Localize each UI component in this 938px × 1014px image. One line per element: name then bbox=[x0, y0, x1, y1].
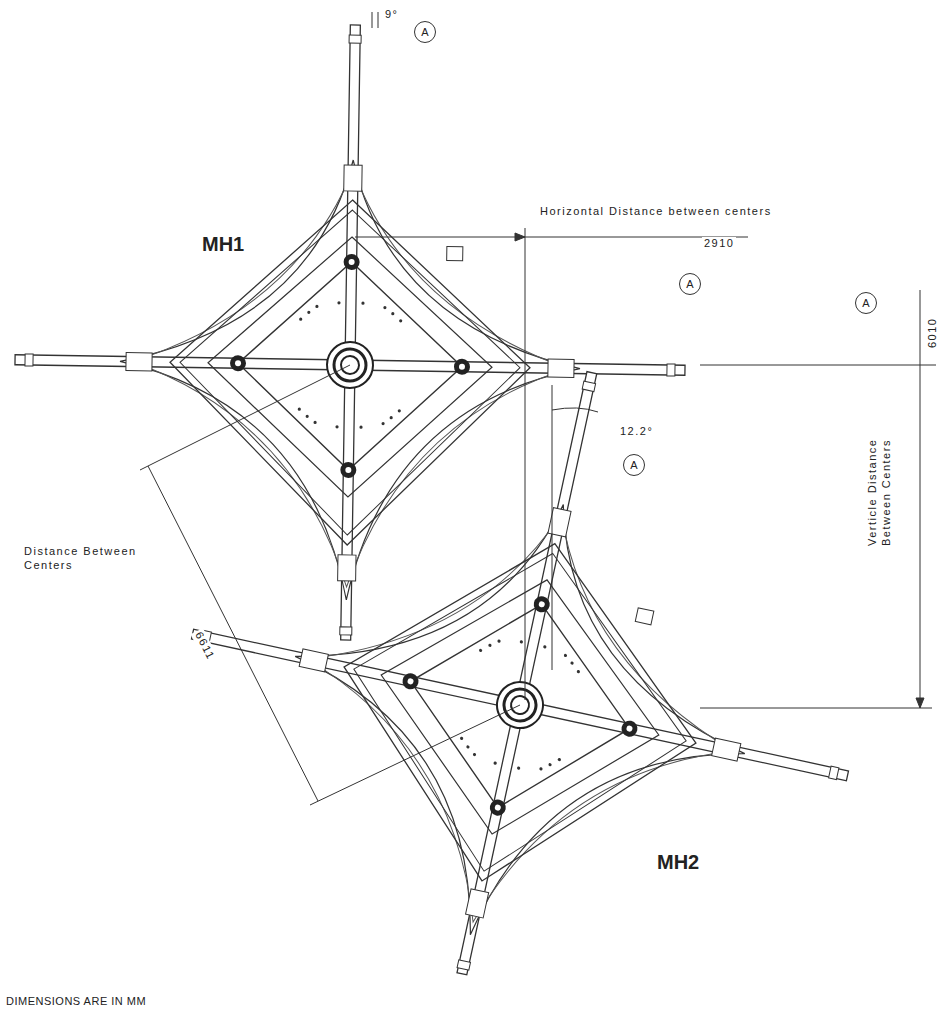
callout-circle: A bbox=[414, 21, 436, 43]
part-name: MH1 bbox=[200, 232, 246, 257]
dimension-value: 6010 bbox=[926, 316, 938, 350]
callout-letter: A bbox=[421, 26, 428, 38]
callout-letter: A bbox=[862, 297, 869, 309]
callout-letter: A bbox=[630, 459, 637, 471]
dimension-value: 2910 bbox=[702, 237, 736, 251]
dimension-note: Verticle Distance Between Centers bbox=[866, 424, 894, 548]
callout-circle: A bbox=[855, 292, 877, 314]
callout-letter: A bbox=[686, 278, 693, 290]
angle-dimension: 9° bbox=[383, 8, 401, 22]
callout-circle: A bbox=[679, 273, 701, 295]
callout-circle: A bbox=[623, 454, 645, 476]
part-name: MH2 bbox=[655, 850, 701, 875]
dimension-note: Distance Between Centers bbox=[22, 545, 166, 573]
dimension-note: Horizontal Distance between centers bbox=[538, 205, 774, 219]
general-note: DIMENSIONS ARE IN MM bbox=[4, 995, 148, 1009]
angle-dimension: 12.2° bbox=[618, 425, 655, 439]
